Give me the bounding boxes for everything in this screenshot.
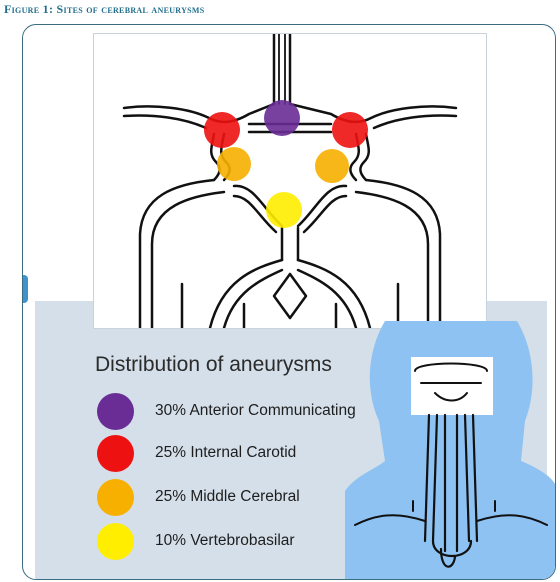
right-posterior-loop-2 (354, 190, 430, 328)
right-upper-branch (288, 102, 458, 124)
marker-middle-cerebral-left (217, 147, 251, 181)
legend-item-internal-carotid: 25% Internal Carotid (97, 435, 397, 473)
figure-caption: Figure 1: Sites of cerebral aneurysms (4, 2, 205, 16)
right-upper-branch-2 (372, 114, 458, 130)
right-pcom (296, 184, 348, 228)
side-tab (23, 275, 28, 303)
legend-swatch-yellow (97, 523, 134, 560)
legend-swatch-red (97, 435, 134, 472)
marker-vertebrobasilar (266, 192, 302, 228)
circle-of-willis-diagram (93, 33, 487, 329)
anterior-cerebral-artery-inner (278, 34, 286, 105)
vertebral-diamond (272, 272, 308, 320)
lower-left-branch-2 (222, 268, 284, 328)
legend-label: 10% Vertebrobasilar (155, 532, 295, 549)
left-upper-branch-2 (122, 114, 208, 130)
marker-internal-carotid-right (332, 112, 368, 148)
basilar-artery (280, 226, 300, 262)
head-neck-figure (345, 321, 555, 579)
aortic-arch (431, 539, 473, 568)
vessel-diagram-svg (122, 34, 458, 328)
left-posterior-loop-2 (150, 190, 226, 328)
anterior-cerebral-artery (272, 34, 292, 106)
lower-right-branch (296, 258, 372, 328)
side-stubs (180, 282, 400, 328)
marker-middle-cerebral-right (315, 149, 349, 183)
right-pcom-2 (302, 194, 348, 234)
legend-item-anterior-communicating: 30% Anterior Communicating (97, 393, 397, 431)
legend-title: Distribution of aneurysms (95, 353, 332, 376)
figure-frame: Distribution of aneurysms 30% Anterior C… (22, 24, 556, 580)
legend-item-middle-cerebral: 25% Middle Cerebral (97, 479, 397, 517)
neck-vessel-mid (443, 413, 459, 553)
legend-label: 30% Anterior Communicating (155, 402, 356, 419)
left-pcom-2 (232, 194, 278, 234)
legend-swatch-purple (97, 393, 134, 430)
legend-label: 25% Internal Carotid (155, 444, 297, 461)
shoulder-branch-left (354, 500, 426, 526)
neck-vessel-left (423, 413, 439, 543)
legend-item-vertebrobasilar: 10% Vertebrobasilar (97, 523, 397, 561)
marker-anterior-communicating (264, 100, 300, 136)
legend-swatch-orange (97, 479, 134, 516)
right-posterior-loop (364, 178, 442, 328)
left-posterior-loop (138, 178, 216, 328)
lower-left-branch (208, 258, 284, 328)
neck-vessel-right (463, 413, 479, 543)
lower-right-branch-2 (296, 268, 358, 328)
legend-label: 25% Middle Cerebral (155, 488, 300, 505)
shoulder-branch-right (476, 500, 548, 526)
marker-internal-carotid-left (204, 112, 240, 148)
left-upper-branch (122, 102, 276, 124)
right-carotid (359, 132, 370, 182)
neck-loops (414, 362, 488, 402)
